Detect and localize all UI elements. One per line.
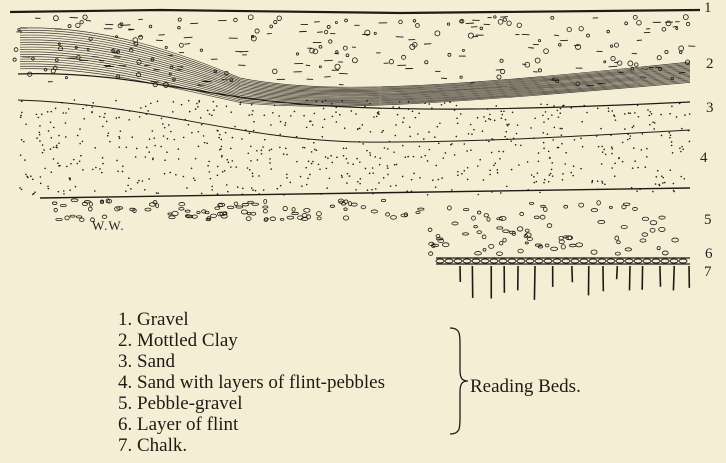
layer-number-7: 7 — [704, 264, 712, 281]
layer-number-3: 3 — [706, 100, 714, 117]
reading-beds-label: Reading Beds. — [470, 376, 581, 398]
chalk-ticks — [460, 266, 689, 300]
legend-item-pebble-gravel: 5. Pebble-gravel — [118, 393, 385, 414]
surface-line — [10, 10, 700, 13]
layer-number-5: 5 — [704, 212, 712, 229]
pebble-gravel-boundary — [40, 188, 690, 198]
layer-number-2: 2 — [706, 56, 714, 73]
geological-section-drawing — [0, 0, 726, 300]
legend-item-layer-of-flint: 6. Layer of flint — [118, 414, 385, 435]
legend-item-sand-with-flint-pebbles: 4. Sand with layers of flint-pebbles — [118, 372, 385, 393]
curly-brace-icon — [446, 326, 472, 436]
layer-number-6: 6 — [705, 246, 713, 263]
layer-number-4: 4 — [700, 150, 708, 167]
artist-initials: W.W. — [92, 218, 125, 234]
layer-number-1: 1 — [704, 0, 712, 17]
legend-item-sand: 3. Sand — [118, 351, 385, 372]
legend-item-chalk: 7. Chalk. — [118, 435, 385, 456]
legend-item-gravel: 1. Gravel — [118, 309, 385, 330]
legend: 1. Gravel 2. Mottled Clay 3. Sand 4. San… — [118, 309, 385, 456]
legend-item-mottled-clay: 2. Mottled Clay — [118, 330, 385, 351]
